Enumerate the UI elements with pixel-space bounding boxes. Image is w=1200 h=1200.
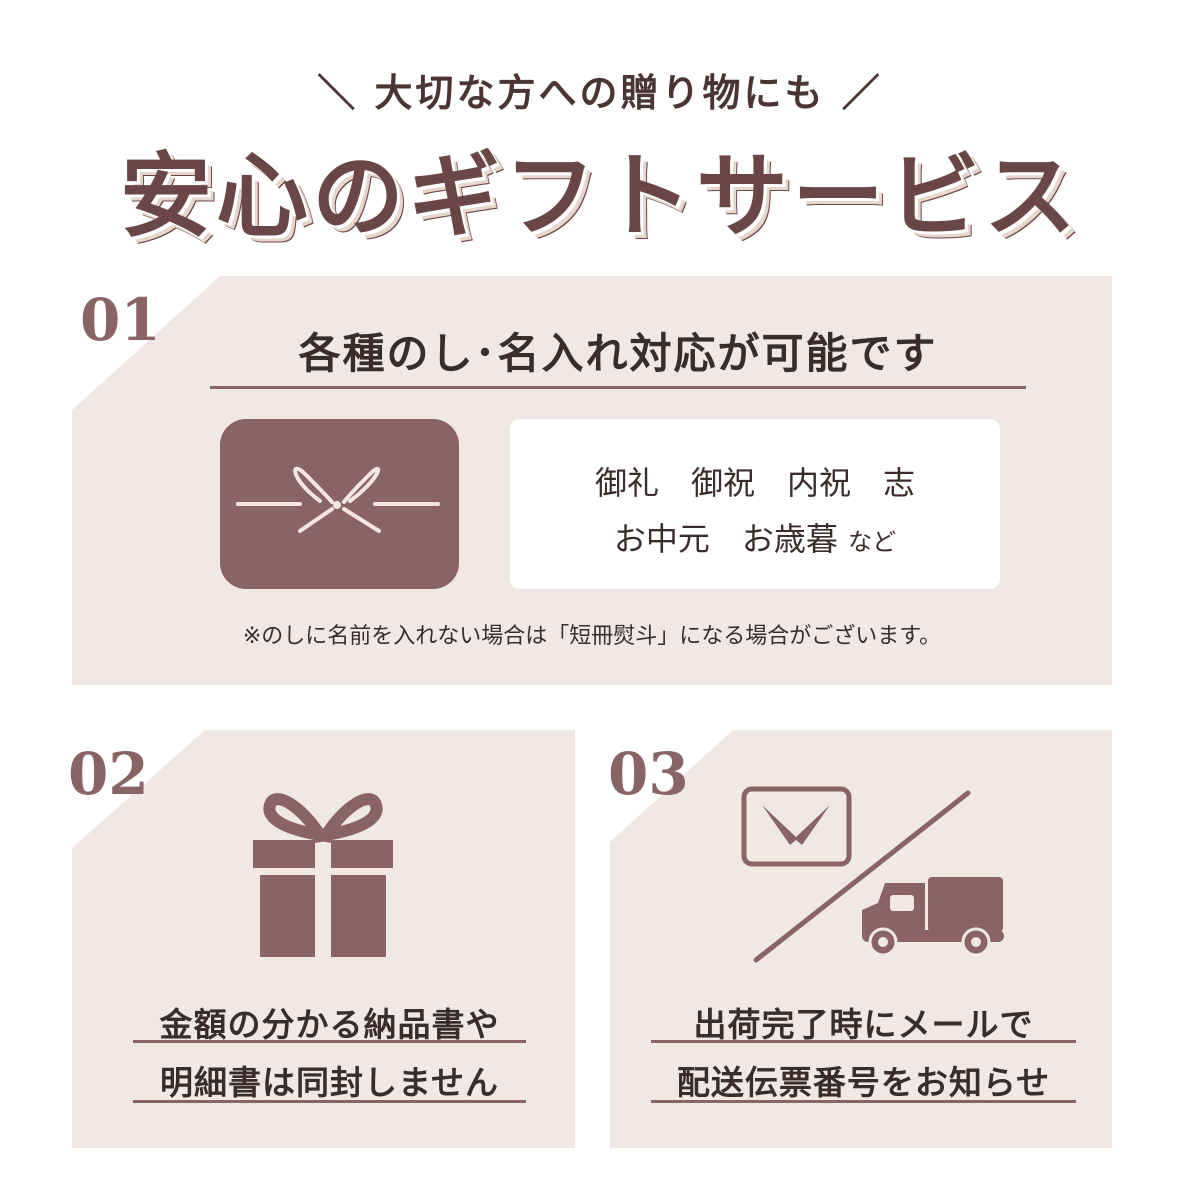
noshi-types-box: 御礼 御祝 内祝 志 お中元 お歳暮 など	[510, 419, 1000, 589]
underline	[651, 1100, 1076, 1103]
noshi-types-line1: 御礼 御祝 内祝 志	[594, 464, 915, 502]
mail-truck-icon	[740, 785, 1010, 969]
noshi-note: ※のしに名前を入れない場合は「短冊熨斗」になる場合がございます。	[242, 624, 942, 649]
section-1-number: 01	[80, 286, 161, 354]
section-3-card	[610, 730, 1112, 1148]
underline	[133, 1040, 526, 1043]
underline	[651, 1040, 1076, 1043]
section-3-number: 03	[608, 740, 689, 808]
subtitle: ＼ 大切な方への贈り物にも ／	[317, 71, 883, 115]
section-3-caption-1: 出荷完了時にメールで	[693, 1005, 1034, 1044]
section-2-caption-1: 金額の分かる納品書や	[159, 1005, 500, 1044]
gift-box-icon	[250, 785, 396, 964]
noshi-ribbon-icon	[220, 419, 459, 589]
section-2-card	[72, 730, 575, 1148]
noshi-types-line2: お中元 お歳暮	[613, 520, 838, 558]
underline	[133, 1100, 526, 1103]
section-1-heading: 各種のし･名入れ対応が可能です	[298, 329, 938, 378]
divider	[210, 386, 1026, 389]
section-2-caption-2: 明細書は同封しません	[159, 1063, 499, 1102]
page-title: 安心のギフトサービス	[119, 143, 1080, 250]
noshi-types-suffix: など	[848, 528, 897, 556]
section-2-number: 02	[68, 740, 149, 808]
section-3-caption-2: 配送伝票番号をお知らせ	[676, 1063, 1051, 1102]
